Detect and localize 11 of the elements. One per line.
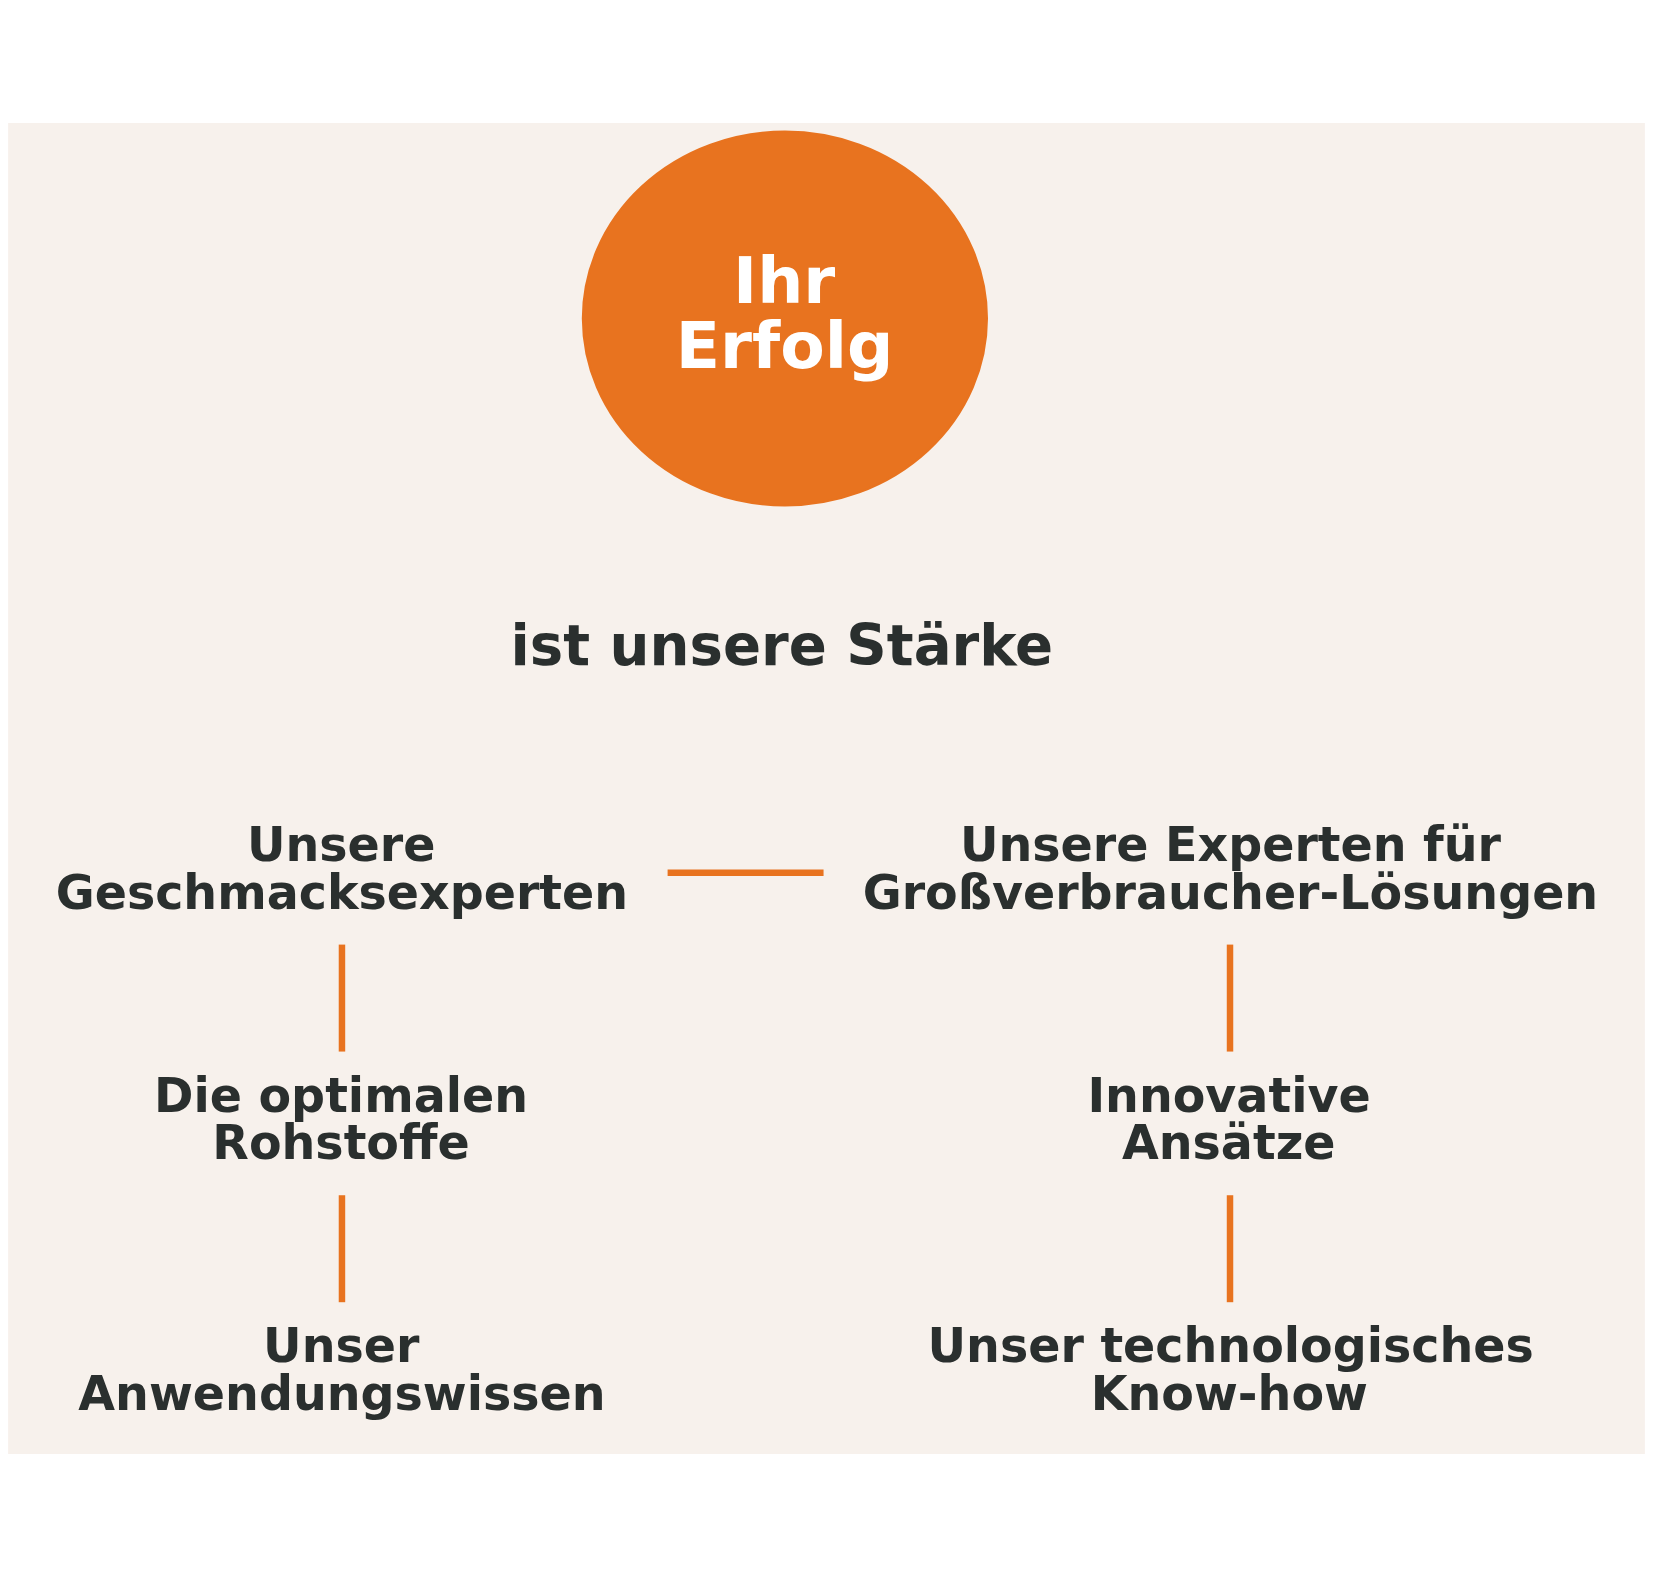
node-label: ist unsere Stärke <box>510 612 1054 678</box>
node-text: Unsere Experten für Großverbraucher-Lösungen <box>862 816 1599 920</box>
node-text: Unser technologisches Know-how <box>927 1317 1534 1421</box>
node-circle: Ihr Erfolg <box>581 130 988 507</box>
connector <box>338 1194 346 1302</box>
node-text: Unsere Geschmacksexperten <box>55 816 629 920</box>
connector <box>1226 1194 1234 1302</box>
node-text: Unser Anwendungswissen <box>78 1317 606 1421</box>
connector <box>667 869 824 876</box>
node-text: Innovative Ansätze <box>1087 1067 1371 1170</box>
node-text: Die optimalen Rohstoffe <box>153 1067 529 1170</box>
